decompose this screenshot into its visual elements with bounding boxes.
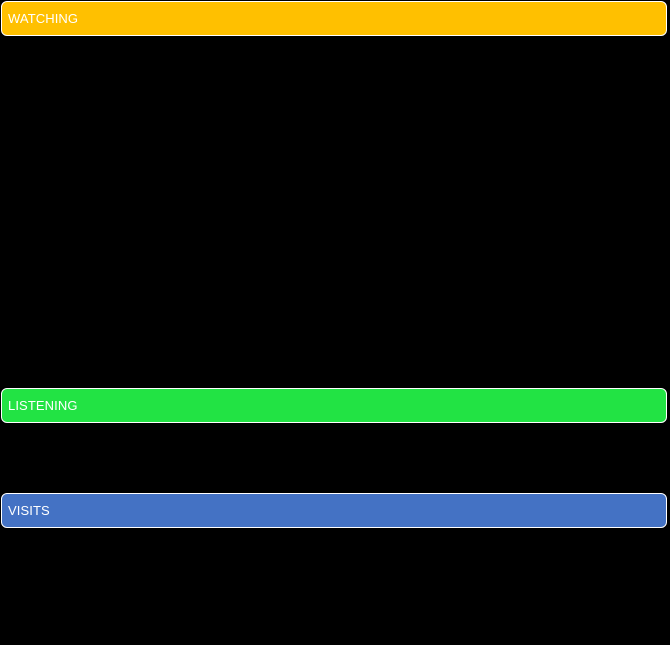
section-header-watching[interactable]: WATCHING xyxy=(1,1,667,36)
section-header-listening[interactable]: LISTENING xyxy=(1,388,667,423)
section-content-visits xyxy=(0,531,670,645)
section-label-listening: LISTENING xyxy=(8,398,78,413)
section-label-watching: WATCHING xyxy=(8,11,79,26)
section-content-listening xyxy=(0,426,670,490)
section-content-watching xyxy=(0,39,670,386)
section-header-visits[interactable]: VISITS xyxy=(1,493,667,528)
section-label-visits: VISITS xyxy=(8,503,50,518)
